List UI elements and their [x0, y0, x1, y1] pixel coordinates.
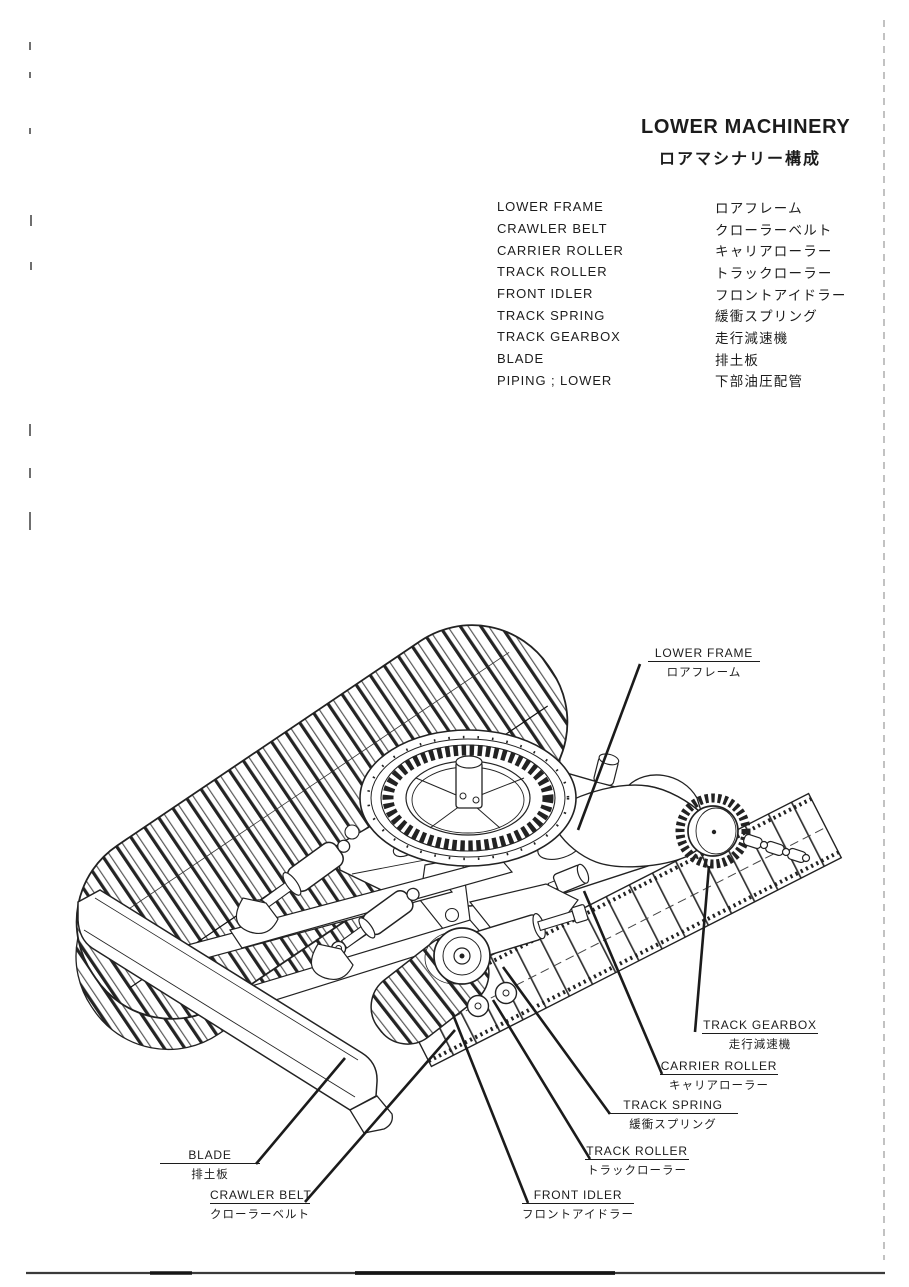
callout-label-jp: ロアフレーム	[666, 667, 742, 679]
sprocket-teeth	[675, 793, 751, 869]
page-title: LOWER MACHINERY	[641, 116, 851, 138]
callout-crawler-belt: CRAWLER BELT クローラーベルト	[210, 1188, 312, 1222]
callout-label: FRONT IDLER	[522, 1188, 634, 1204]
page-title-japanese: ロアマシナリー構成	[659, 151, 822, 168]
parts-list: LOWER FRAME ロアフレーム CRAWLER BELT クローラーベルト…	[497, 196, 847, 391]
part-name-en: CRAWLER BELT	[497, 221, 608, 237]
part-name-en: BLADE	[497, 351, 545, 367]
part-name-en: CARRIER ROLLER	[497, 242, 624, 258]
callout-label: TRACK ROLLER	[585, 1144, 689, 1160]
callout-label: CRAWLER BELT	[210, 1188, 312, 1204]
parts-list-row: CARRIER ROLLER キャリアローラー	[497, 239, 847, 261]
callout-lower-frame: LOWER FRAME ロアフレーム	[648, 646, 760, 680]
callout-label-jp: 緩衝スプリング	[629, 1119, 717, 1131]
parts-list-row: CRAWLER BELT クローラーベルト	[497, 218, 847, 240]
track-chain-links	[743, 833, 811, 864]
callout-label-jp: クローラーベルト	[210, 1209, 310, 1221]
track-rollers-shape	[466, 981, 518, 1018]
part-name-jp: フロントアイドラー	[715, 287, 847, 303]
callout-label-jp: キャリアローラー	[669, 1080, 769, 1092]
callout-blade: BLADE 排土板	[160, 1148, 260, 1182]
part-name-jp: 走行減速機	[715, 330, 789, 346]
parts-list-row: BLADE 排土板	[497, 348, 847, 370]
part-name-en: LOWER FRAME	[497, 199, 604, 215]
track-spring-shape	[462, 904, 589, 958]
callout-front-idler: FRONT IDLER フロントアイドラー	[522, 1188, 634, 1222]
callout-track-spring: TRACK SPRING 緩衝スプリング	[608, 1098, 738, 1132]
parts-list-row: LOWER FRAME ロアフレーム	[497, 196, 847, 218]
cylinder-mount-brackets	[235, 897, 354, 981]
carrier-roller-shape	[547, 863, 590, 894]
part-name-en: PIPING ; LOWER	[497, 372, 613, 388]
part-name-en: FRONT IDLER	[497, 286, 594, 302]
callout-label-jp: 走行減速機	[728, 1039, 792, 1051]
callout-label: TRACK SPRING	[608, 1098, 738, 1114]
parts-list-row: TRACK ROLLER トラックローラー	[497, 261, 847, 283]
part-name-en: TRACK SPRING	[497, 307, 606, 323]
callout-label-jp: フロントアイドラー	[522, 1209, 634, 1221]
part-name-jp: 緩衝スプリング	[715, 309, 818, 325]
callout-carrier-roller: CARRIER ROLLER キャリアローラー	[660, 1059, 778, 1093]
lift-cylinder-right	[330, 887, 420, 957]
parts-list-row: TRACK SPRING 緩衝スプリング	[497, 304, 847, 326]
front-idler-assembly	[370, 883, 589, 1045]
ring-gear-teeth	[382, 744, 554, 852]
right-track-frame	[547, 774, 811, 894]
parts-list-row: TRACK GEARBOX 走行減速機	[497, 326, 847, 348]
swivel-joint	[455, 755, 483, 809]
blade-arms	[148, 857, 514, 1019]
callout-label-jp: トラックローラー	[587, 1165, 687, 1177]
callout-label: TRACK GEARBOX	[702, 1018, 818, 1034]
callout-label: LOWER FRAME	[648, 646, 760, 662]
part-name-en: TRACK ROLLER	[497, 264, 608, 280]
parts-list-row: FRONT IDLER フロントアイドラー	[497, 283, 847, 305]
part-name-jp: 排土板	[715, 352, 760, 368]
front-idler-wheel	[433, 927, 491, 985]
part-name-jp: 下部油圧配管	[715, 374, 804, 390]
callout-label: BLADE	[160, 1148, 260, 1164]
lower-frame-shape	[335, 753, 708, 936]
part-name-jp: トラックローラー	[715, 265, 833, 281]
part-name-jp: ロアフレーム	[715, 200, 803, 216]
part-name-en: TRACK GEARBOX	[497, 329, 621, 345]
blade-shape	[77, 889, 393, 1134]
part-name-jp: クローラーベルト	[715, 222, 833, 238]
parts-list-row: PIPING ; LOWER 下部油圧配管	[497, 370, 847, 392]
callout-label: CARRIER ROLLER	[660, 1059, 778, 1075]
gearbox-drum	[687, 805, 739, 857]
swing-bearing	[359, 729, 577, 867]
left-crawler-track	[75, 624, 569, 1051]
callout-track-roller: TRACK ROLLER トラックローラー	[585, 1144, 689, 1178]
lift-cylinder-left	[250, 839, 351, 917]
callout-track-gearbox: TRACK GEARBOX 走行減速機	[702, 1018, 818, 1052]
part-name-jp: キャリアローラー	[715, 244, 833, 260]
callout-label-jp: 排土板	[191, 1169, 229, 1181]
